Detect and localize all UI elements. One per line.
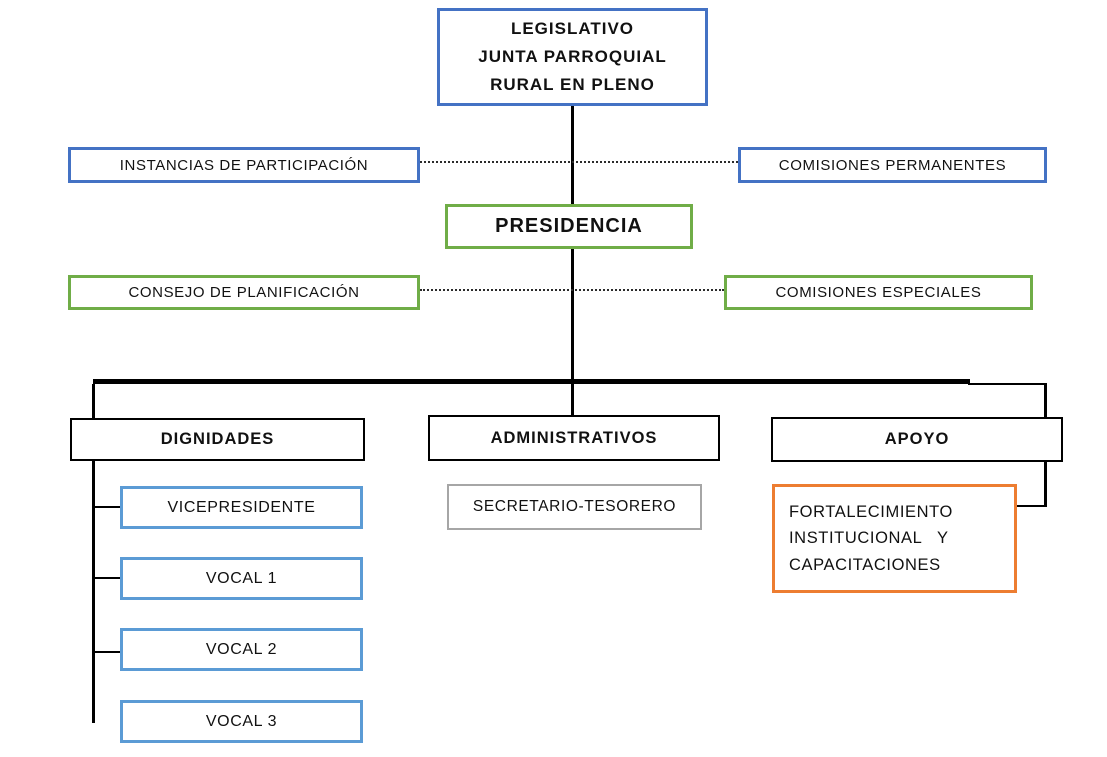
node-vicepresidente: VICEPRESIDENTE xyxy=(120,486,363,529)
node-legislativo-junta-parroquial: LEGISLATIVO JUNTA PARROQUIAL RURAL EN PL… xyxy=(437,8,708,106)
node-secretario-tesorero: SECRETARIO-TESORERO xyxy=(447,484,702,530)
node-vocal-3: VOCAL 3 xyxy=(120,700,363,743)
connector-horizontal-trunk xyxy=(93,379,970,384)
node-dignidades: DIGNIDADES xyxy=(70,418,365,461)
node-instancias-de-participacion: INSTANCIAS DE PARTICIPACIÓN xyxy=(68,147,420,183)
node-fortalecimiento-institucional: FORTALECIMIENTO INSTITUCIONAL Y CAPACITA… xyxy=(772,484,1017,593)
connector-dignidades-rail xyxy=(92,384,95,723)
node-vocal-1: VOCAL 1 xyxy=(120,557,363,600)
connector-stub-vocal-2 xyxy=(93,651,121,653)
node-apoyo: APOYO xyxy=(771,417,1063,462)
node-presidencia: PRESIDENCIA xyxy=(445,204,693,249)
connector-legislativo-presidencia xyxy=(571,106,574,205)
connector-presidencia-trunk xyxy=(571,247,574,415)
connector-stub-vicepresidente xyxy=(93,506,121,508)
connector-dotted-consejo-comisiones-especiales xyxy=(420,289,724,291)
connector-dotted-instancias-comisiones-permanentes xyxy=(420,161,738,163)
node-consejo-de-planificacion: CONSEJO DE PLANIFICACIÓN xyxy=(68,275,420,310)
node-administrativos: ADMINISTRATIVOS xyxy=(428,415,720,461)
node-vocal-2: VOCAL 2 xyxy=(120,628,363,671)
connector-apoyo-fortalecimiento-elbow xyxy=(1016,505,1046,507)
node-comisiones-permanentes: COMISIONES PERMANENTES xyxy=(738,147,1047,183)
connector-trunk-to-apoyo-horizontal xyxy=(968,383,1047,385)
connector-stub-vocal-1 xyxy=(93,577,121,579)
node-comisiones-especiales: COMISIONES ESPECIALES xyxy=(724,275,1033,310)
